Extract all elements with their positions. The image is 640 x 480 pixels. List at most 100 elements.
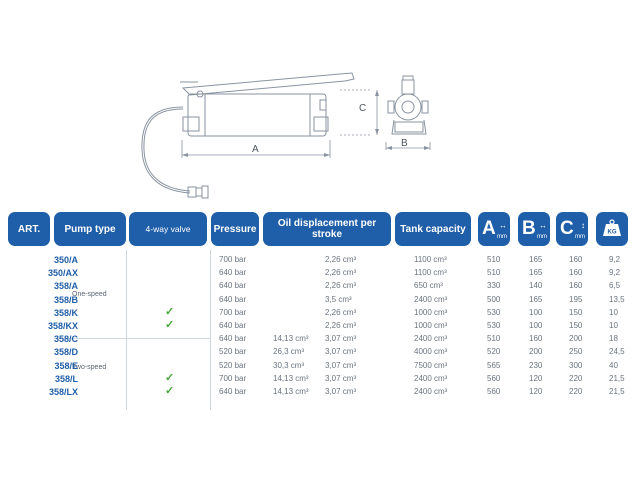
header-dimension-a: A ↔ mm <box>478 212 510 246</box>
cell-b: 230 <box>529 360 543 370</box>
cell-kg: 9,2 <box>609 268 621 278</box>
cell-c: 160 <box>569 255 583 264</box>
header-4-way-valve: 4-way valve <box>129 212 207 246</box>
article-code: 358/KX <box>47 321 78 331</box>
cell-oil1: 30,3 cm³ <box>273 360 305 370</box>
cell-oil1: 14,13 cm³ <box>273 387 309 396</box>
cell-b: 165 <box>529 294 543 304</box>
cell-pressure: 640 bar <box>219 281 247 291</box>
header-weight: KG <box>596 212 628 246</box>
header-c-unit: mm <box>575 234 585 240</box>
cell-pressure: 700 bar <box>219 255 247 264</box>
cell-a: 520 <box>487 347 501 357</box>
horizontal-arrow-icon: ↔ <box>539 221 547 230</box>
cell-c: 195 <box>569 294 583 304</box>
cell-oil2: 2,26 cm³ <box>325 255 357 264</box>
column-divider <box>126 250 127 410</box>
cell-a: 560 <box>487 387 501 396</box>
article-code: 358/A <box>53 281 78 292</box>
cell-tank: 1000 cm³ <box>414 321 448 330</box>
header-dimension-c: C ↕ mm <box>556 212 588 246</box>
cell-kg: 13,5 <box>609 294 625 304</box>
checkmark-icon: ✓ <box>165 319 175 331</box>
vertical-arrow-icon: ↕ <box>581 221 585 230</box>
cell-tank: 2400 cm³ <box>414 294 448 304</box>
cell-b: 100 <box>529 307 543 317</box>
article-code: 358/E <box>54 360 78 371</box>
weight-icon: KG <box>603 219 621 236</box>
cell-a: 565 <box>487 360 501 370</box>
cell-b: 120 <box>529 387 543 396</box>
dimension-label-b: B <box>401 138 408 149</box>
cell-c: 200 <box>569 334 583 344</box>
cell-tank: 2400 cm³ <box>414 373 448 383</box>
cell-oil2: 3,07 cm³ <box>325 347 357 357</box>
cell-c: 300 <box>569 360 583 370</box>
dimension-label-c: C <box>359 103 366 114</box>
cell-kg: 9,2 <box>609 255 621 264</box>
cell-oil2: 2,26 cm³ <box>325 307 357 317</box>
header-pump-type: Pump type <box>54 212 126 246</box>
cell-c: 250 <box>569 347 583 357</box>
cell-oil2: 3,5 cm³ <box>325 294 352 304</box>
header-tank-capacity: Tank capacity <box>395 212 471 246</box>
cell-b: 100 <box>529 321 543 330</box>
article-code: 358/L <box>54 373 78 384</box>
cell-c: 150 <box>569 321 583 330</box>
cell-kg: 6,5 <box>609 281 621 291</box>
cell-pressure: 640 bar <box>219 294 247 304</box>
header-art: ART. <box>8 212 50 246</box>
cell-a: 330 <box>487 281 501 291</box>
header-dimension-b: B ↔ mm <box>518 212 550 246</box>
cell-c: 220 <box>569 387 583 396</box>
dimension-label-a: A <box>252 144 259 155</box>
group-label-one-speed: One-speed <box>72 291 107 298</box>
header-oil-displacement: Oil displacement per stroke <box>263 212 391 246</box>
cell-kg: 10 <box>609 321 618 330</box>
article-code: 350/A <box>53 255 78 265</box>
article-code: 358/D <box>53 347 78 358</box>
cell-pressure: 520 bar <box>219 347 247 357</box>
cell-a: 510 <box>487 334 501 344</box>
cell-a: 510 <box>487 268 501 278</box>
article-code: 350/AX <box>47 268 78 279</box>
cell-oil2: 3,07 cm³ <box>325 334 357 344</box>
cell-oil2: 2,26 cm³ <box>325 268 357 278</box>
cell-b: 165 <box>529 255 543 264</box>
cell-a: 560 <box>487 373 501 383</box>
cell-kg: 24,5 <box>609 347 625 357</box>
cell-b: 165 <box>529 268 543 278</box>
cell-b: 160 <box>529 334 543 344</box>
cell-a: 530 <box>487 307 501 317</box>
group-label-two-speed: Two-speed <box>72 364 107 371</box>
weight-icon-label: KG <box>608 230 617 236</box>
group-divider <box>54 338 210 339</box>
article-code: 358/B <box>53 294 78 305</box>
cell-tank: 2400 cm³ <box>414 334 448 344</box>
cell-kg: 21,5 <box>609 373 625 383</box>
checkmark-icon: ✓ <box>165 371 175 384</box>
cell-tank: 1000 cm³ <box>414 307 448 317</box>
header-b-letter: B <box>522 218 536 239</box>
cell-kg: 40 <box>609 360 618 370</box>
cell-tank: 1100 cm³ <box>414 268 447 278</box>
cell-oil1: 14,13 cm³ <box>273 373 309 383</box>
cell-b: 140 <box>529 281 543 291</box>
cell-oil2: 3,07 cm³ <box>325 360 357 370</box>
cell-kg: 18 <box>609 334 618 344</box>
cell-tank: 7500 cm³ <box>414 360 448 370</box>
cell-a: 500 <box>487 294 501 304</box>
horizontal-arrow-icon: ↔ <box>499 221 507 230</box>
cell-c: 220 <box>569 373 583 383</box>
cell-oil2: 2,26 cm³ <box>325 321 357 330</box>
cell-kg: 21,5 <box>609 387 625 396</box>
cell-pressure: 700 bar <box>219 373 247 383</box>
